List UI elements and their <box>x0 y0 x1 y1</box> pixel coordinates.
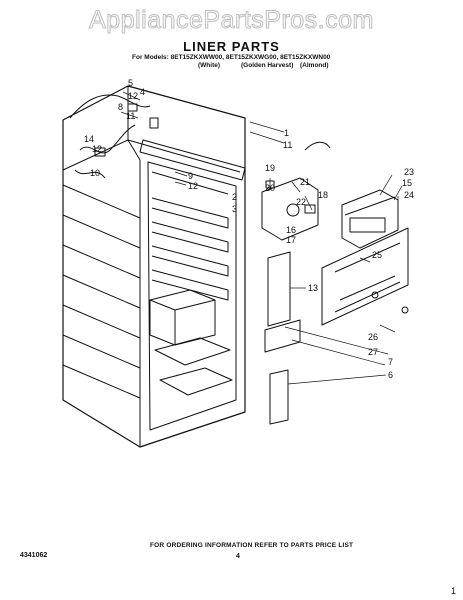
color-almond: (Almond) <box>300 62 329 69</box>
callout-26: 26 <box>368 332 378 342</box>
callout-5: 5 <box>128 78 133 88</box>
ordering-note: FOR ORDERING INFORMATION REFER TO PARTS … <box>150 542 354 549</box>
callout-18: 18 <box>318 190 328 200</box>
callout-8: 8 <box>118 102 123 112</box>
callout-12c: 12 <box>92 144 102 154</box>
callout-7: 7 <box>388 357 393 367</box>
callout-3: 3 <box>232 204 237 214</box>
light-shield <box>321 227 409 326</box>
page-number: 4 <box>236 553 240 560</box>
corner-mark: 1 <box>451 586 457 596</box>
callout-22: 22 <box>296 197 306 207</box>
part-7-cover <box>264 319 301 353</box>
liner-cabinet <box>62 85 246 448</box>
callout-13: 13 <box>308 283 318 293</box>
light-housing <box>341 189 399 249</box>
callout-25: 25 <box>372 250 382 260</box>
callout-14: 14 <box>84 134 94 144</box>
callout-4: 4 <box>140 87 145 97</box>
watermark-logo: AppliancePartsPros.com <box>89 6 374 35</box>
callout-24: 24 <box>404 190 414 200</box>
callout-19: 19 <box>265 163 275 173</box>
callout-27: 27 <box>368 347 378 357</box>
wiring-harness <box>69 94 159 179</box>
callout-16: 16 <box>286 225 296 235</box>
callout-20: 20 <box>265 183 275 193</box>
part-6-cover <box>269 369 289 425</box>
callout-12a: 12 <box>128 91 138 101</box>
callout-2: 2 <box>232 192 237 202</box>
callout-12b: 12 <box>188 181 198 191</box>
callout-9: 9 <box>188 171 193 181</box>
callout-15: 15 <box>402 178 412 188</box>
callout-11: 11 <box>283 140 292 150</box>
callout-1: 1 <box>284 128 289 138</box>
color-golden-harvest: (Golden Harvest) <box>241 62 294 69</box>
callout-23: 23 <box>404 167 414 177</box>
part-1-wire <box>304 141 331 151</box>
part-13-panel <box>267 251 291 327</box>
callout-21: 21 <box>300 177 310 187</box>
callout-6: 6 <box>388 370 393 380</box>
document-part-number: 4341062 <box>20 552 48 559</box>
model-list: For Models: 8ET15ZKXWW00, 8ET15ZKXWG00, … <box>132 54 331 61</box>
callout-17: 17 <box>286 235 296 245</box>
leader-lines <box>120 91 403 385</box>
callout-10: 10 <box>90 168 100 178</box>
callout-11b: 11 <box>126 111 135 121</box>
callout-labels: 1 11 2 3 4 5 6 7 8 9 10 11 12 12 12 13 1… <box>84 78 414 380</box>
page-title: LINER PARTS <box>183 39 280 54</box>
color-white: (White) <box>198 62 221 69</box>
